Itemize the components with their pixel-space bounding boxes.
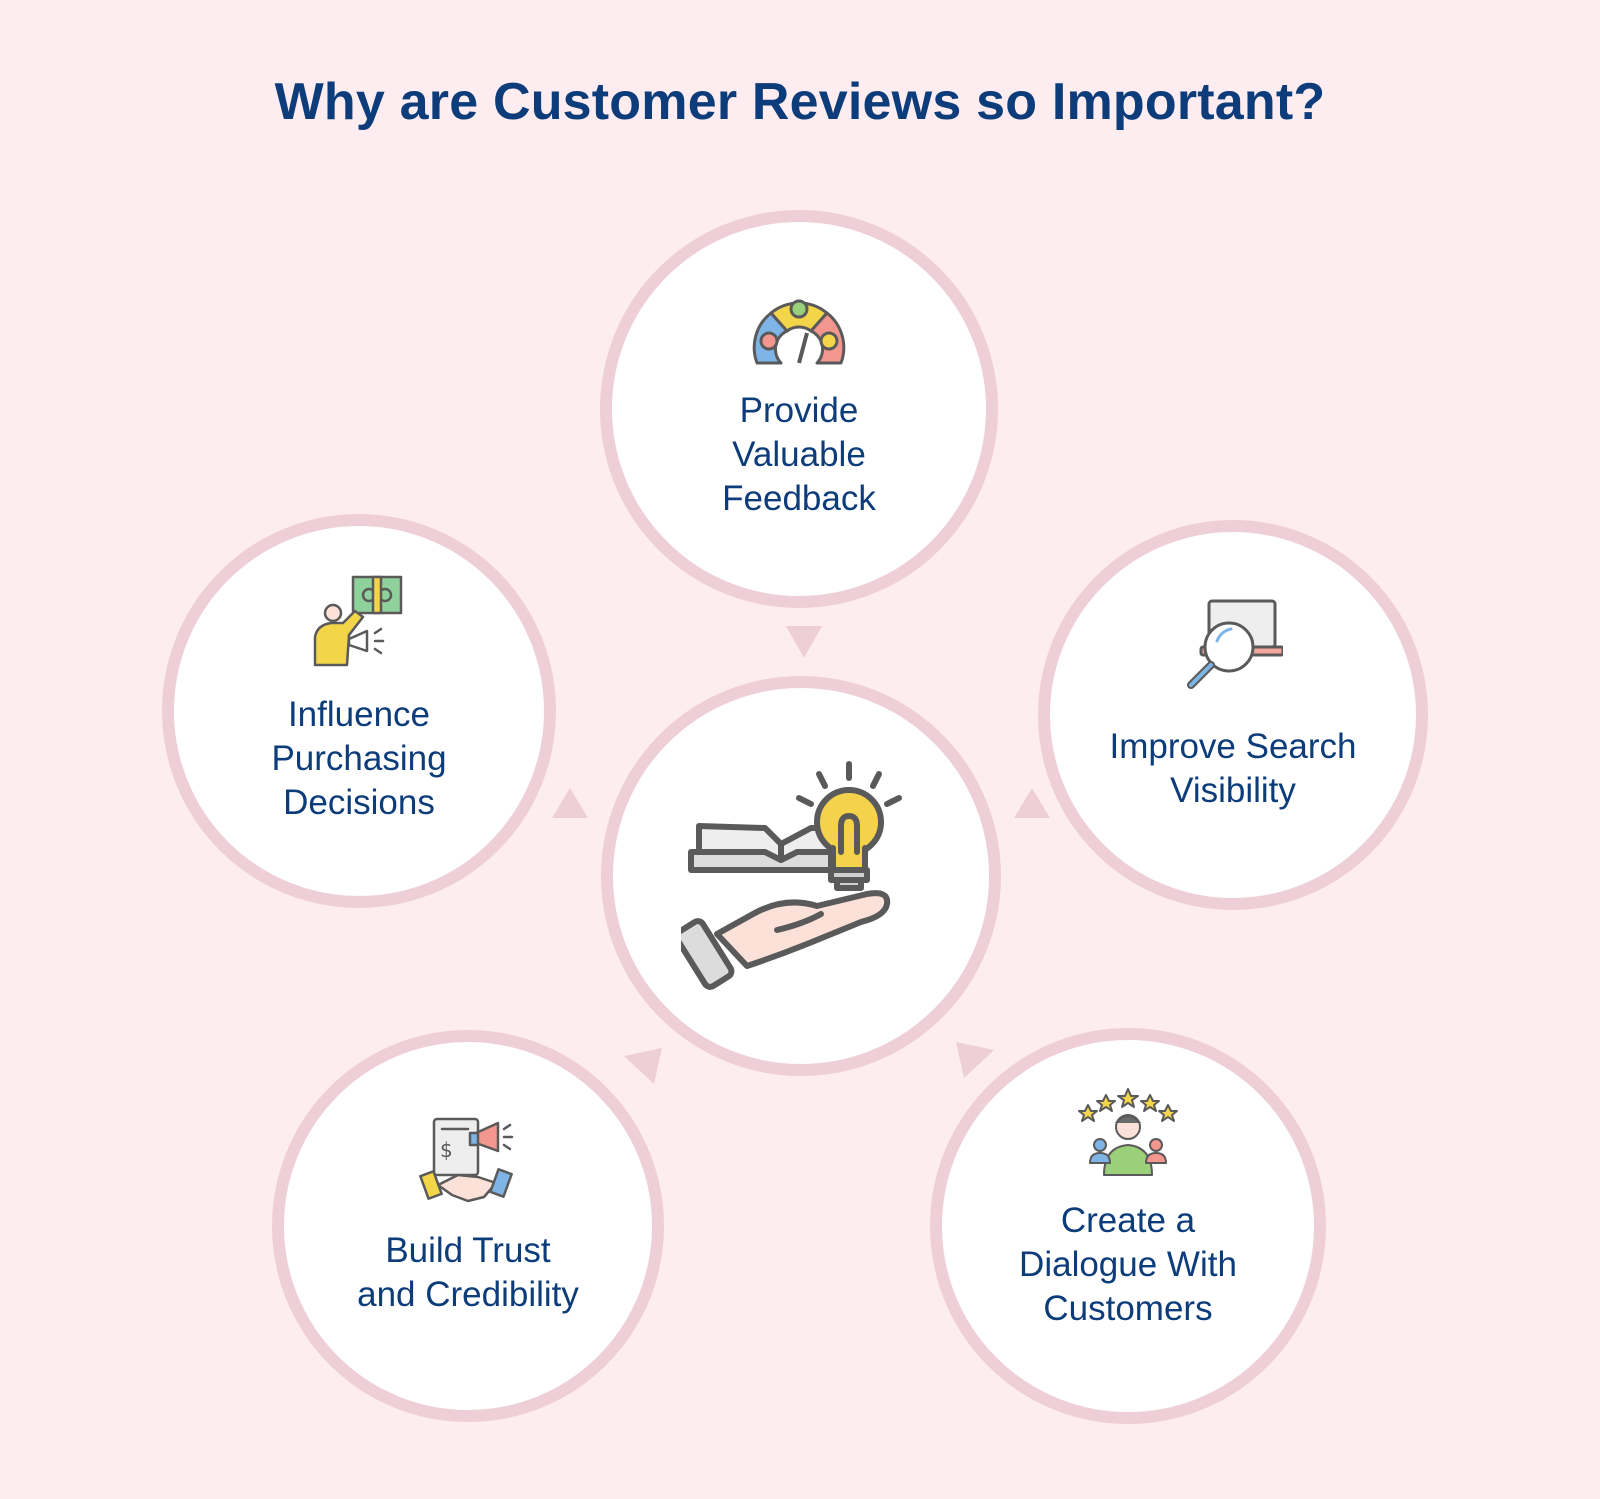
page-title: Why are Customer Reviews so Important? <box>274 73 1326 131</box>
node-label: Build Trust and Credibility <box>357 1231 579 1314</box>
arrow-bottom-left <box>624 1048 662 1084</box>
arrow-bottom-right <box>956 1042 994 1078</box>
node-create-a-dialogue-with-customers: Create a Dialogue With Customers <box>930 1028 1326 1424</box>
node-improve-search-visibility: Improve Search Visibility <box>1038 520 1428 910</box>
node-label: Provide Valuable Feedback <box>722 391 876 518</box>
center-circle <box>601 676 1001 1076</box>
customer-rating-stars-icon <box>1078 1088 1178 1176</box>
laptop-magnifier-icon <box>1187 599 1283 689</box>
arrow-top <box>786 626 822 658</box>
arrow-right <box>1014 788 1050 818</box>
node-label: Create a Dialogue With Customers <box>1019 1201 1237 1328</box>
satisfaction-gauge-icon <box>752 299 846 365</box>
person-money-megaphone-icon <box>313 575 403 667</box>
node-label: Influence Purchasing Decisions <box>271 695 447 822</box>
node-build-trust-and-credibility: $ Build Trust and Credibility <box>272 1030 664 1422</box>
svg-text:$: $ <box>440 1138 453 1162</box>
arrow-left <box>552 788 588 818</box>
node-influence-purchasing-decisions: Influence Purchasing Decisions <box>162 514 556 908</box>
node-label: Improve Search Visibility <box>1109 727 1357 810</box>
node-provide-valuable-feedback: Provide Valuable Feedback <box>600 210 998 608</box>
handshake-contract-megaphone-icon: $ <box>419 1117 514 1203</box>
book-lightbulb-hand-icon <box>681 761 902 990</box>
